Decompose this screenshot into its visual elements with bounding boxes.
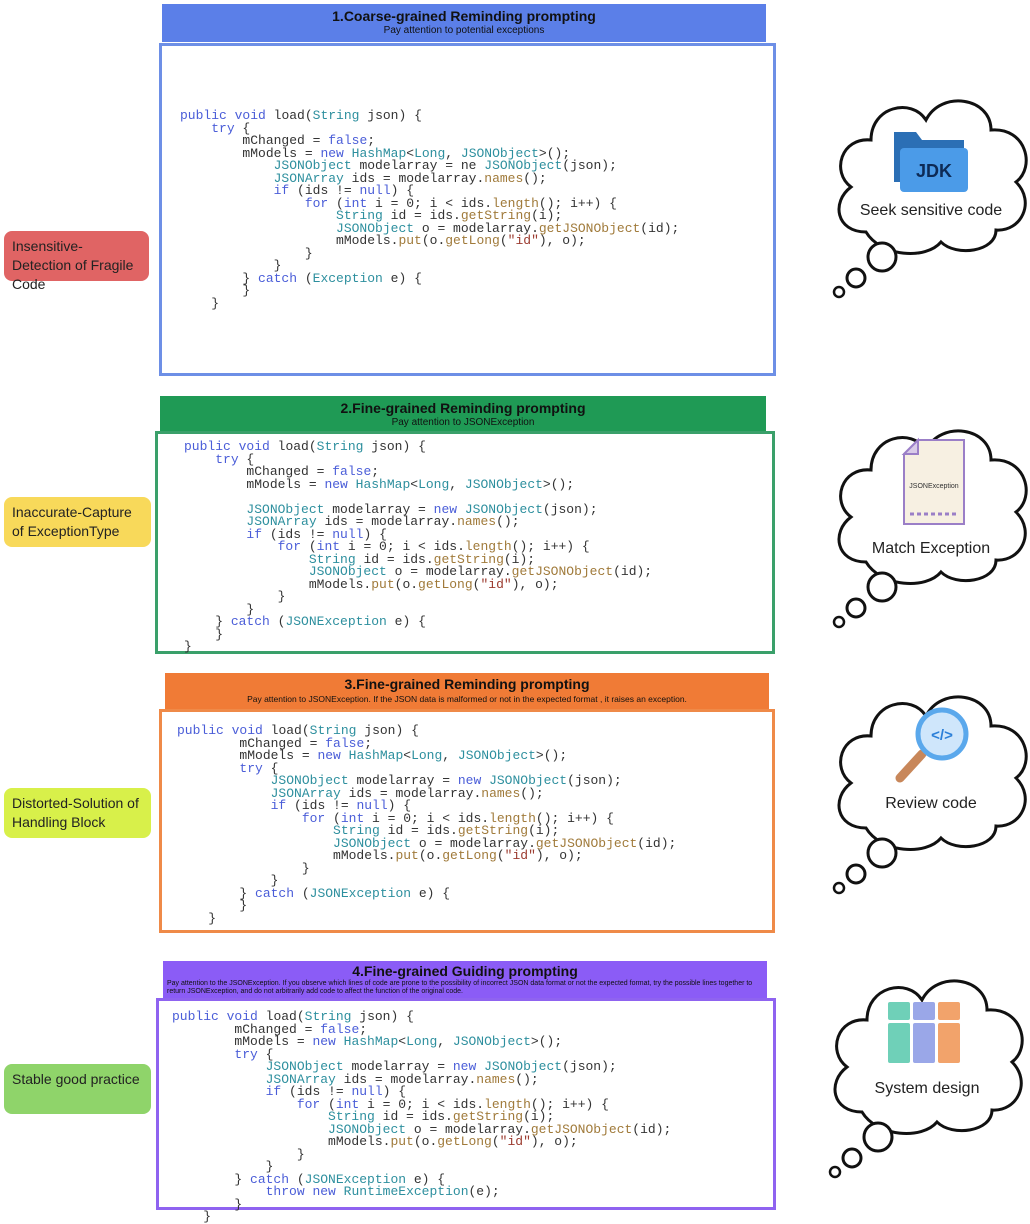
panel-4-code: public void load(String json) { mChanged… xyxy=(172,1009,672,1224)
panel-4-header: 4.Fine-grained Guiding prompting Pay att… xyxy=(163,961,767,999)
side-label-2: Inaccurate-Capture of ExceptionType xyxy=(4,497,151,547)
panel-3-code-box: public void load(String json) { mChanged… xyxy=(159,709,775,933)
panel-1-header: 1.Coarse-grained Reminding prompting Pay… xyxy=(162,4,766,42)
panel-3-title: 3.Fine-grained Reminding prompting xyxy=(344,676,590,692)
panel-4-title: 4.Fine-grained Guiding prompting xyxy=(352,963,578,979)
panel-3-subtitle: Pay attention to JSONException. If the J… xyxy=(247,694,687,704)
panel-2-header: 2.Fine-grained Reminding prompting Pay a… xyxy=(160,396,766,432)
panel-2-code: public void load(String json) { try { mC… xyxy=(184,439,653,654)
panel-4-subtitle: Pay attention to the JSONException. If y… xyxy=(167,980,753,995)
exception-file-icon xyxy=(901,437,965,525)
panel-2-subtitle: Pay attention to JSONException xyxy=(391,417,535,428)
panel-1-code: public void load(String json) { try { mC… xyxy=(180,108,680,311)
system-design-icon xyxy=(888,1002,960,1063)
side-label-1: Insensitive-Detection of Fragile Code xyxy=(4,231,149,292)
exception-file-text: JSONException xyxy=(909,483,959,490)
panel-2-code-box: public void load(String json) { try { mC… xyxy=(155,431,775,654)
panel-1-subtitle: Pay attention to potential exceptions xyxy=(383,25,545,36)
thought-cloud-1: JDK xyxy=(832,99,1028,299)
panel-3-header: 3.Fine-grained Reminding prompting Pay a… xyxy=(165,673,769,709)
panel-2-title: 2.Fine-grained Reminding prompting xyxy=(340,400,586,416)
code-magnifier-icon xyxy=(895,707,969,783)
side-label-4: Stable good practice xyxy=(4,1064,151,1114)
cloud-label-3: Review code xyxy=(885,795,977,812)
thought-cloud-4 xyxy=(828,979,1024,1179)
jdk-text: JDK xyxy=(916,161,952,181)
panel-1-code-box: public void load(String json) { try { mC… xyxy=(159,43,776,376)
panel-3-code: public void load(String json) { mChanged… xyxy=(177,723,677,926)
cloud-label-2: Match Exception xyxy=(871,540,991,557)
jdk-folder-icon xyxy=(894,132,968,192)
panel-4-code-box: public void load(String json) { mChanged… xyxy=(156,998,776,1223)
cloud-label-1: Seek sensitive code xyxy=(859,202,1003,219)
cloud-label-4: System design xyxy=(874,1080,980,1097)
thought-cloud-3: </> xyxy=(832,695,1028,895)
code-symbol: </> xyxy=(931,727,953,744)
side-label-3: Distorted-Solution of Handling Block xyxy=(4,788,151,838)
panel-1-title: 1.Coarse-grained Reminding prompting xyxy=(332,8,596,24)
thought-cloud-2: JSONException xyxy=(832,429,1028,629)
